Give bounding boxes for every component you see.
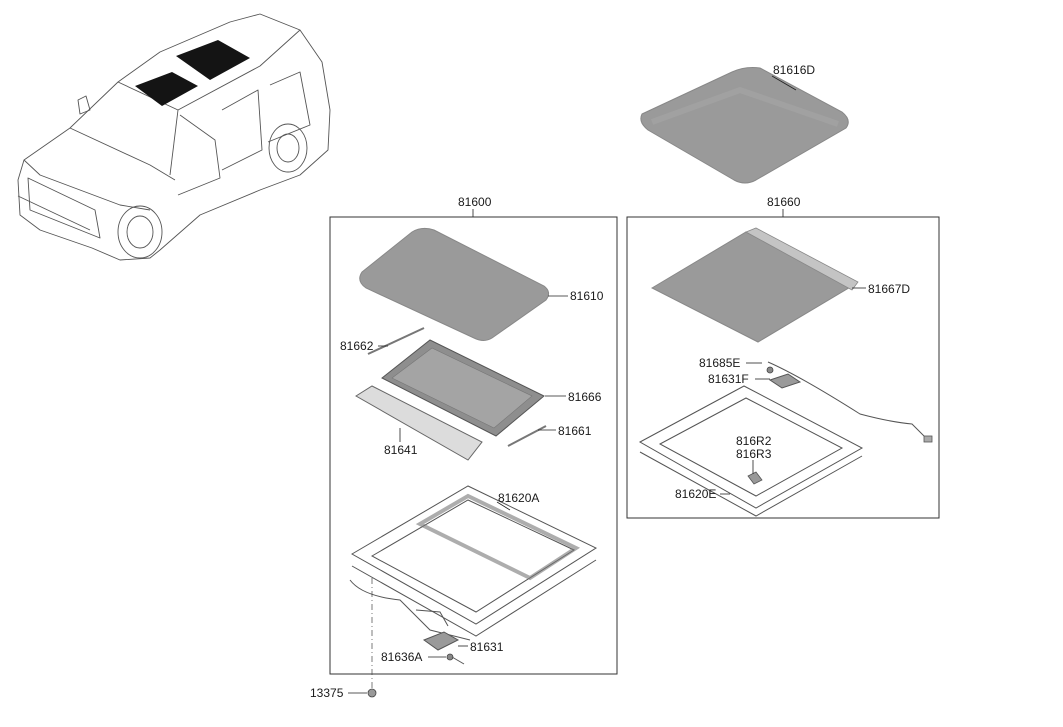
motor-81631F — [768, 373, 802, 389]
label-816R2: 816R2 — [736, 434, 772, 448]
frame-81620E — [638, 385, 864, 517]
glass-81667D — [650, 227, 859, 343]
label-816R3: 816R3 — [736, 447, 772, 461]
label-81616D: 81616D — [773, 63, 815, 77]
strip-81662 — [367, 327, 425, 355]
label-81631F: 81631F — [708, 372, 749, 386]
front-sunroof-opening — [135, 72, 198, 106]
label-81636A: 81636A — [381, 650, 422, 664]
motor-81631 — [422, 631, 460, 651]
label-81631: 81631 — [470, 640, 504, 654]
deflector-81641 — [355, 385, 483, 461]
sunshade-81666 — [381, 339, 545, 437]
label-81620A: 81620A — [498, 491, 539, 505]
part-816R2-816R3 — [747, 471, 763, 485]
label-81610: 81610 — [570, 289, 604, 303]
label-81641: 81641 — [384, 443, 418, 457]
label-81685E: 81685E — [699, 356, 740, 370]
label-81660: 81660 — [767, 195, 801, 209]
frame-81620A — [349, 485, 598, 641]
glass-81610 — [359, 227, 550, 341]
label-81661: 81661 — [558, 424, 592, 438]
label-81666: 81666 — [568, 390, 602, 404]
connector-81685E — [766, 361, 933, 443]
vehicle-illustration — [17, 13, 331, 261]
rear-sunroof-opening — [176, 40, 250, 80]
label-81662: 81662 — [340, 339, 374, 353]
part-81636A — [446, 653, 465, 665]
assembly-box-81600 — [329, 216, 618, 675]
glass-81616D — [640, 67, 849, 184]
bolt-13375 — [367, 688, 377, 698]
label-81667D: 81667D — [868, 282, 910, 296]
label-81600: 81600 — [458, 195, 492, 209]
label-81620E: 81620E — [675, 487, 716, 501]
strip-81661 — [507, 425, 547, 447]
label-13375: 13375 — [310, 686, 344, 700]
